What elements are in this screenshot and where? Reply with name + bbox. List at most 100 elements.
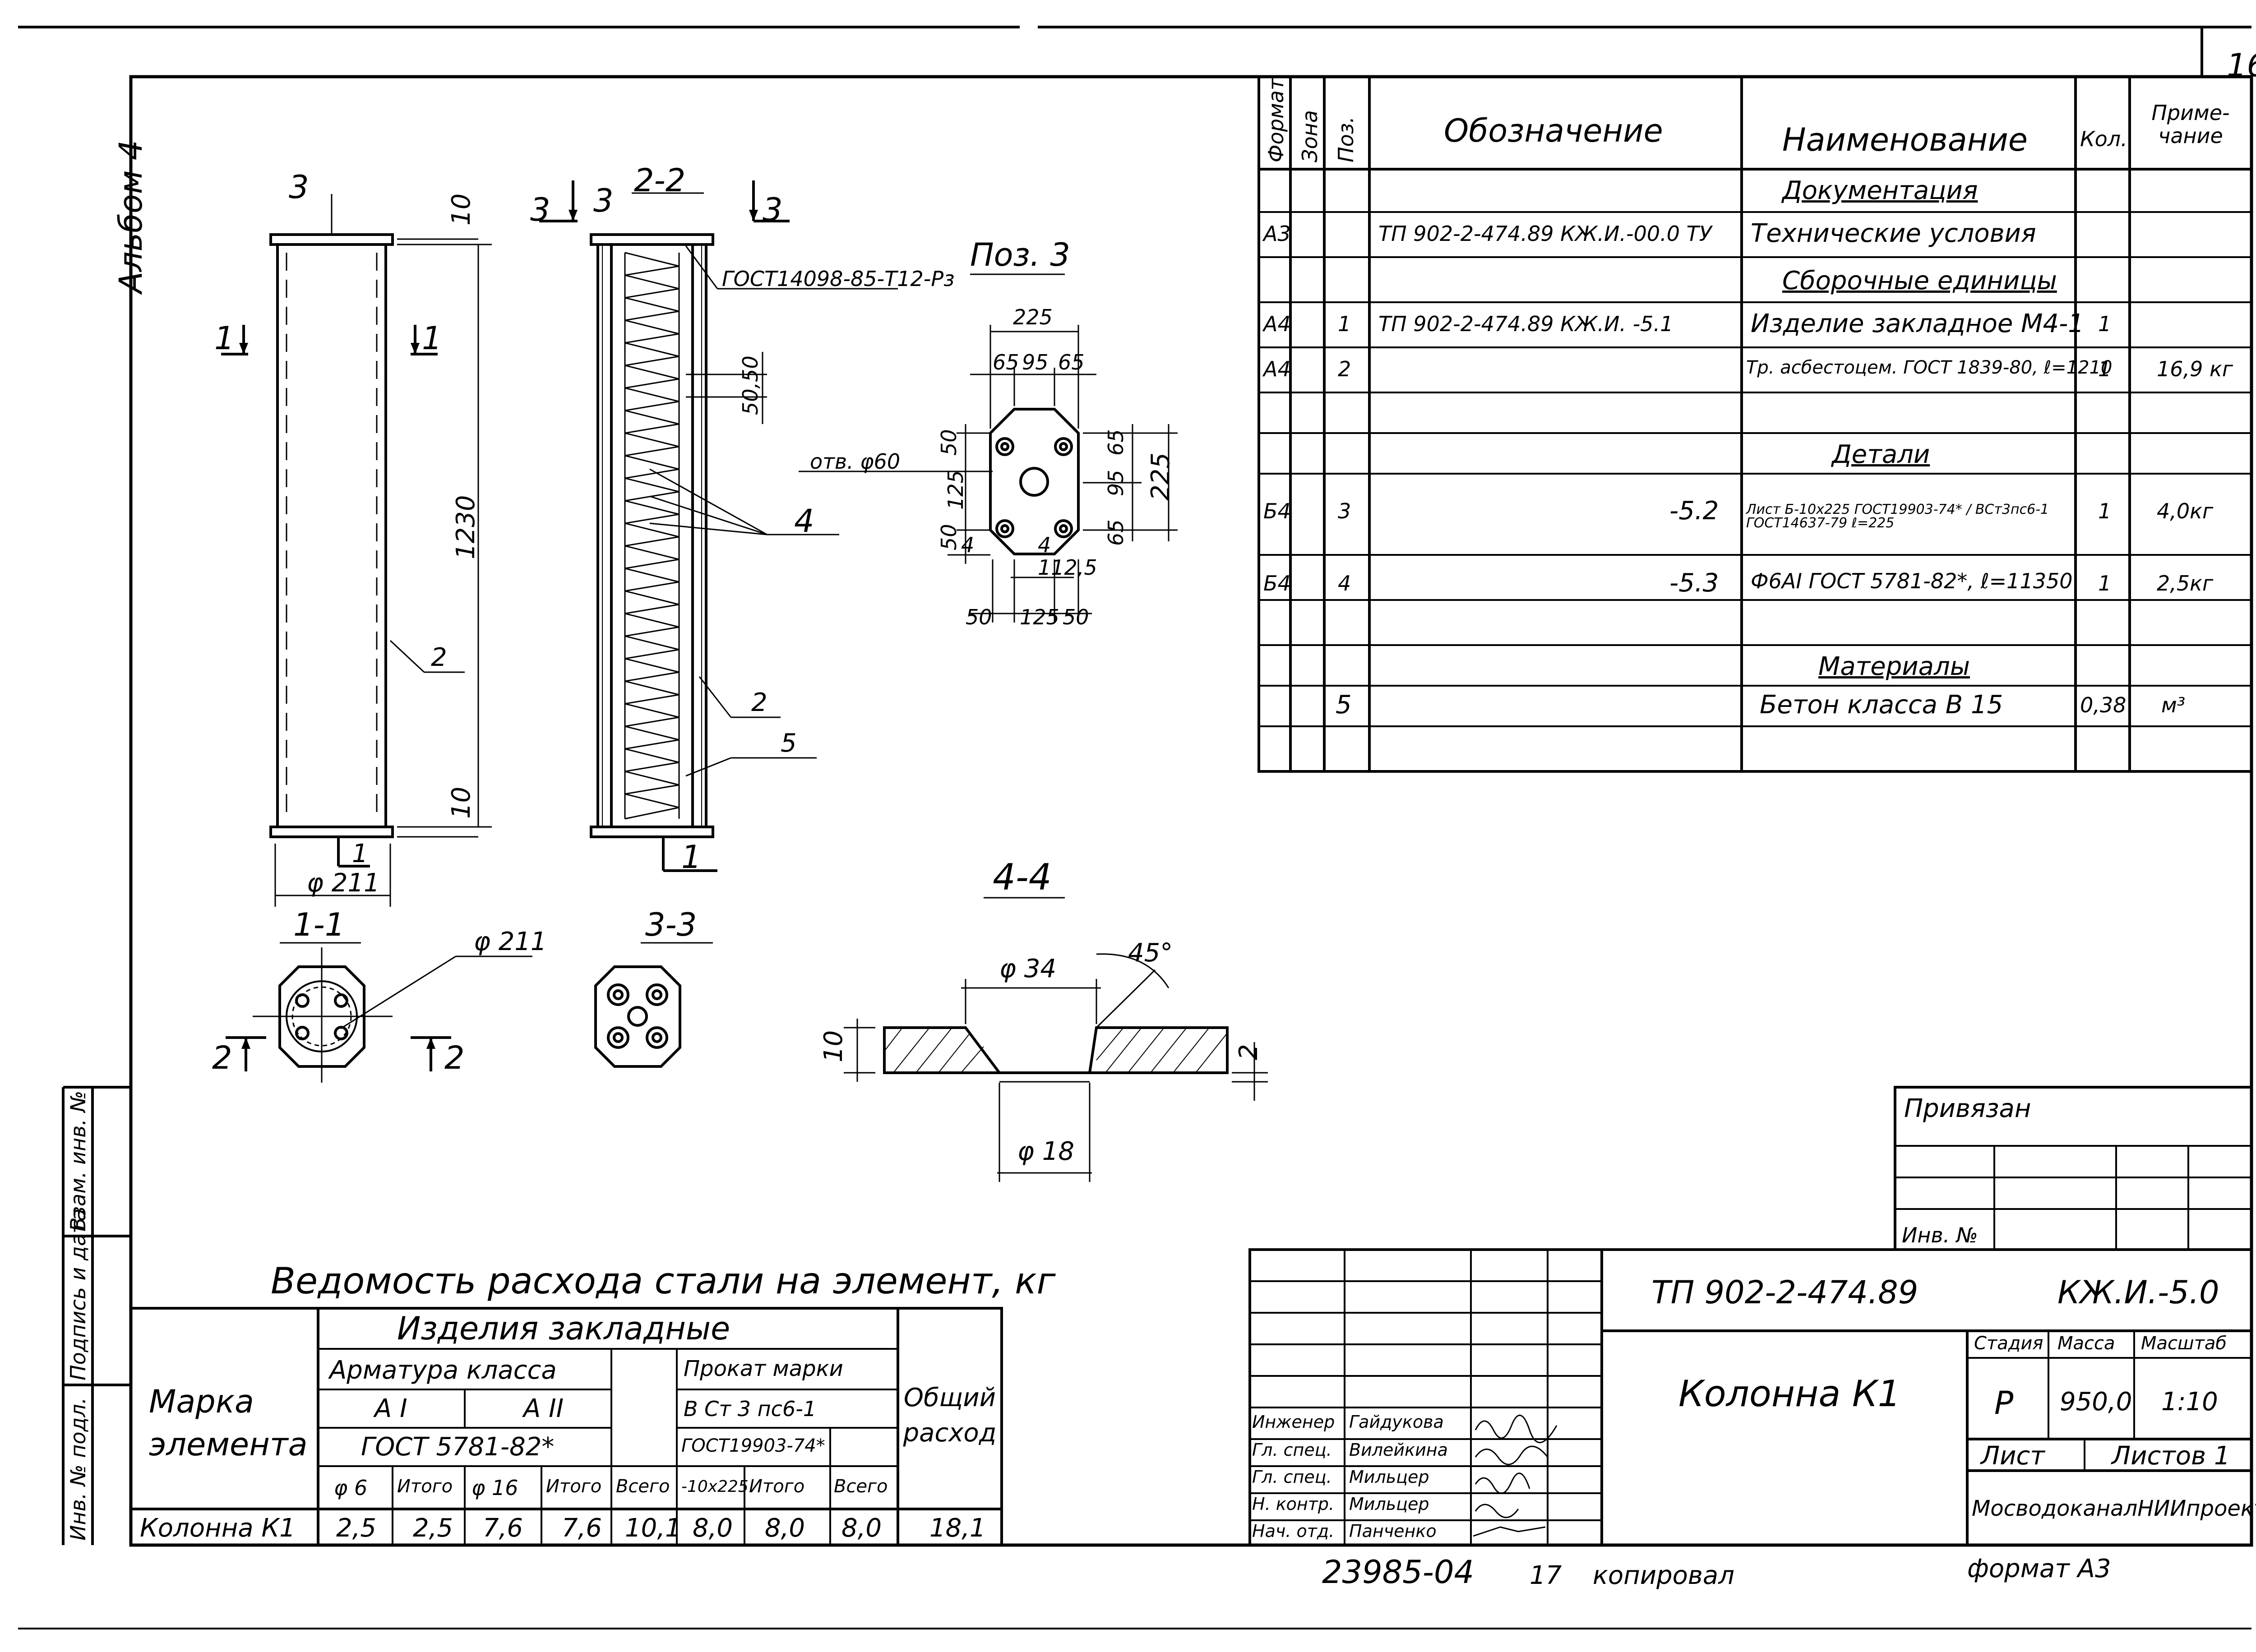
spec-row-name: Бетон класса В 15 [1760, 690, 2003, 720]
steel-col-itogo1: Итого [397, 1476, 453, 1497]
footer-format: формат А3 [1967, 1554, 2111, 1583]
spec-row-name: Ф6АI ГОСТ 5781-82*, ℓ=11350 [1751, 569, 2073, 593]
sec22-mark-2: 2 [751, 688, 767, 717]
spec-row-note: 4,0кг [2157, 499, 2214, 523]
spec-row-qty: 0,38 [2080, 693, 2127, 717]
person-name: Мильцер [1349, 1467, 1429, 1487]
front-mark-2: 2 [431, 643, 447, 672]
mass-value: 950,0 [2060, 1387, 2132, 1417]
drawing-name: Колонна К1 [1678, 1373, 1901, 1415]
steel-row-val: 2,5 [336, 1514, 377, 1543]
spec-row-pos: 4 [1338, 571, 1351, 595]
privyazan-inv: Инв. № [1902, 1223, 1978, 1247]
person-role: Нач. отд. [1252, 1521, 1335, 1541]
dim-225-top: 225 [1013, 305, 1053, 329]
spec-row-fmt: А4 [1263, 312, 1291, 336]
dim-45-deg: 45° [1128, 938, 1173, 968]
spec-row-name: Детали [1832, 440, 1930, 469]
scale-header: Масштаб [2141, 1333, 2227, 1354]
spec-row-des: -5.3 [1669, 568, 1719, 598]
sec22-mark-4: 4 [794, 503, 814, 540]
section-3-3-title: 3-3 [645, 906, 697, 943]
dim-b125: 125 [1020, 605, 1059, 629]
steel-table-title: Ведомость расхода стали на элемент, кг [271, 1260, 1056, 1302]
person-name: Мильцер [1349, 1494, 1429, 1514]
spec-row-qty: 1 [2098, 357, 2112, 381]
org-name: МосводоканалНИИпроект [1972, 1496, 2256, 1521]
dim-b50: 50 [966, 605, 992, 629]
section-1-1-title: 1-1 [293, 906, 345, 943]
steel-col-vsego1: Всего [616, 1476, 670, 1497]
stage-header: Стадия [1974, 1333, 2043, 1354]
footer-number: 23985-04 [1322, 1554, 1475, 1591]
steel-row-val: 8,0 [765, 1514, 805, 1543]
spec-row-qty: 1 [2098, 499, 2112, 523]
steel-row-val: 10,1 [625, 1514, 681, 1543]
spec-row-pos: 1 [1338, 312, 1351, 336]
spec-row-name: Материалы [1818, 652, 1970, 681]
stage-value: Р [1994, 1384, 2014, 1421]
dim-112-5: 112,5 [1038, 555, 1097, 580]
steel-col-phi16: φ 16 [472, 1476, 518, 1500]
spec-row-pos: 3 [1338, 499, 1351, 523]
person-name: Панченко [1349, 1521, 1437, 1541]
sec22-mark-1: 1 [681, 839, 702, 876]
dim-phi-34: φ 34 [999, 954, 1056, 983]
section-4-4-title: 4-4 [993, 856, 1052, 898]
steel-row-val: 7,6 [562, 1514, 602, 1543]
spec-row-fmt: Б4 [1263, 571, 1291, 595]
spec-row-note: 2,5кг [2157, 571, 2214, 595]
doc-code: ТП 902-2-474.89 [1651, 1274, 1919, 1311]
steel-total-header: Общий расход [903, 1383, 997, 1448]
spec-row-des: ТП 902-2-474.89 КЖ.И. -5.1 [1378, 312, 1674, 336]
spec-hdr-note: Приме- чание [2151, 101, 2230, 148]
spec-row-des: -5.2 [1669, 496, 1719, 526]
person-role: Инженер [1252, 1412, 1335, 1432]
section-2-2-title: 2-2 [634, 162, 686, 199]
spec-row-qty: 1 [2098, 571, 2112, 595]
privyazan-label: Привязан [1904, 1094, 2031, 1123]
front-mark-3: 3 [289, 169, 309, 206]
steel-row-total: 18,1 [929, 1514, 986, 1543]
steel-col-itogo2: Итого [546, 1476, 602, 1497]
dim-b50-b: 50 [1063, 605, 1089, 629]
person-role: Н. контр. [1252, 1494, 1335, 1514]
steel-row-val: 7,6 [483, 1514, 523, 1543]
sheet-label: Лист [1981, 1441, 2045, 1471]
dim-phi-18: φ 18 [1017, 1137, 1074, 1166]
sec22-mark-3b: 3 [530, 191, 550, 228]
steel-prokat-header: Прокат марки [684, 1356, 843, 1381]
dim-phi-211-b: φ 211 [474, 927, 547, 956]
gost-callout: ГОСТ14098-85-Т12-Рз [722, 267, 955, 291]
scale-value: 1:10 [2161, 1387, 2218, 1417]
steel-mark-header: Марка элемента [149, 1383, 308, 1463]
sec22-mark-3a: 3 [593, 182, 614, 219]
steel-a2: А II [523, 1394, 564, 1423]
sec22-mark-5: 5 [781, 729, 797, 758]
dim-4-a: 4 [961, 533, 975, 557]
front-mark-1-left: 1 [214, 320, 235, 357]
spec-hdr-qty: Кол. [2080, 127, 2127, 151]
dim-phi-211: φ 211 [307, 868, 380, 898]
spec-row-fmt: Б4 [1263, 499, 1291, 523]
page-number: 16 [2227, 47, 2256, 84]
dim-65-a: 65 [993, 350, 1019, 374]
steel-armatura-header: Арматура класса [329, 1356, 557, 1385]
spec-row-name: Документация [1782, 176, 1978, 205]
spec-row-fmt: А4 [1263, 357, 1291, 381]
steel-row-val: 2,5 [413, 1514, 453, 1543]
dim-4-b: 4 [1038, 533, 1051, 557]
steel-col-plate: -10x225 [681, 1477, 749, 1496]
spec-row-name: Лист Б-10х225 ГОСТ19903-74* / ВСт3пс6-1 … [1746, 502, 2049, 531]
steel-gost5781: ГОСТ 5781-82* [361, 1432, 555, 1462]
spec-row-pos: 5 [1336, 690, 1352, 720]
sec22-mark-3c: 3 [763, 191, 783, 228]
dim-95: 95 [1022, 350, 1049, 374]
steel-col-phi6: φ 6 [334, 1476, 368, 1500]
steel-gost19903: ГОСТ19903-74* [681, 1435, 825, 1456]
front-mark-1-bottom: 1 [352, 839, 368, 868]
poz3-title: Поз. 3 [970, 236, 1070, 273]
steel-col-vsego2: Всего [834, 1476, 888, 1497]
